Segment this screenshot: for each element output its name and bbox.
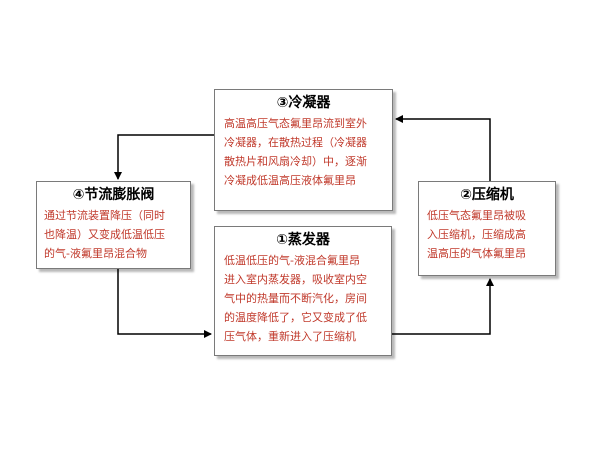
compressor-box: ②压缩机 低压气态氟里昂被吸 入压缩机，压缩成高 温高压的气体氟里昂: [418, 181, 556, 276]
compressor-title: ②压缩机: [460, 187, 514, 203]
arrow-condenser-to-throttle-valve: [114, 134, 214, 180]
throttle-valve-description: 通过节流装置降压（同时 也降温）又变成低温低压 的气-液氟里昂混合物: [44, 209, 165, 260]
arrow-compressor-to-condenser: [395, 115, 491, 181]
compressor-description: 低压气态氟里昂被吸 入压缩机，压缩成高 温高压的气体氟里昂: [427, 209, 526, 260]
evaporator-title: ①蒸发器: [276, 232, 330, 248]
arrow-throttle-valve-to-evaporator: [117, 269, 212, 338]
throttle-valve-title: ④节流膨胀阀: [72, 187, 155, 203]
arrow-evaporator-to-compressor: [392, 278, 494, 335]
evaporator-description: 低温低压的气-液混合氟里昂 进入室内蒸发器，吸收室内空 气中的热量而不断汽化，房…: [224, 254, 367, 343]
condenser-description: 高温高压气态氟里昂流到室外 冷凝器，在散热过程（冷凝器 散热片和风扇冷却）中，逐…: [224, 117, 367, 187]
condenser-box: ③冷凝器 高温高压气态氟里昂流到室外 冷凝器，在散热过程（冷凝器 散热片和风扇冷…: [214, 89, 393, 211]
throttle-valve-box: ④节流膨胀阀 通过节流装置降压（同时 也降温）又变成低温低压 的气-液氟里昂混合…: [36, 181, 191, 269]
evaporator-box: ①蒸发器 低温低压的气-液混合氟里昂 进入室内蒸发器，吸收室内空 气中的热量而不…: [214, 226, 392, 356]
condenser-title: ③冷凝器: [276, 95, 331, 111]
